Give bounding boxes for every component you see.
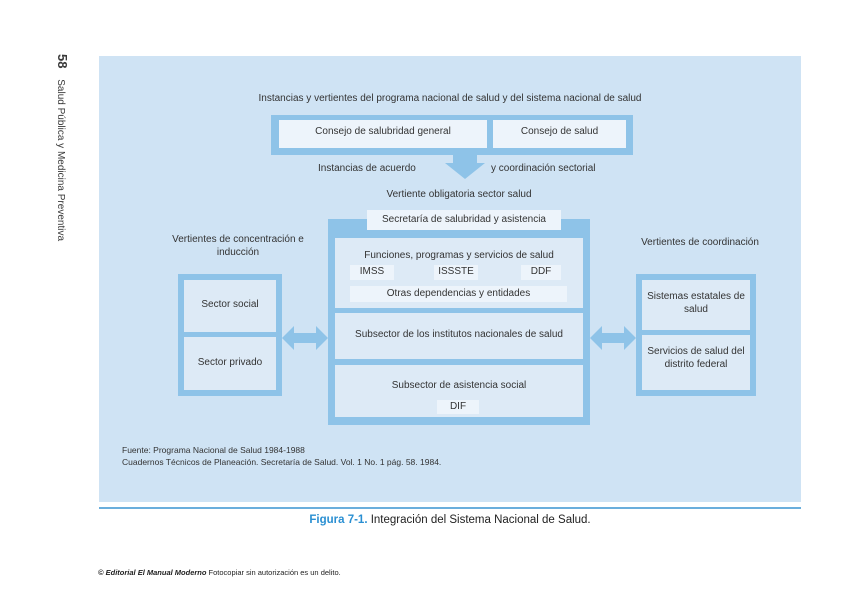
top-box-consejo-general-label: Consejo de salubridad general [315, 126, 451, 137]
arrow-left-label: Instancias de acuerdo [318, 163, 416, 174]
institution-issste-label: ISSSTE [438, 266, 474, 277]
page-number: 58 [55, 54, 70, 69]
down-arrow-icon [445, 155, 485, 179]
dif-box [437, 400, 479, 414]
running-header: 58 Salud Pública y Medicina Preventiva [50, 54, 70, 314]
caption-rule [99, 507, 801, 509]
institution-ddf-label: DDF [530, 266, 552, 277]
figure-label: Figura 7-1. [309, 514, 368, 526]
left-heading: Vertientes de concentración e inducción [172, 234, 304, 258]
running-title: Salud Pública y Medicina Preventiva [55, 79, 66, 242]
figure-caption: Figura 7-1. Integración del Sistema Naci… [99, 514, 801, 526]
subsector-institutes-label: Subsector de los institutos nacionales d… [355, 329, 563, 340]
left-box-privado-label: Sector privado [197, 357, 263, 368]
left-box-social [184, 280, 276, 332]
right-box-sistemas-label: Sistemas estatales de salud [647, 291, 745, 315]
right-heading: Vertientes de coordinación [641, 237, 759, 248]
center-title: Secretaría de salubridad y asistencia [382, 214, 546, 225]
footer-publisher: © Editorial El Manual Moderno [98, 568, 207, 577]
right-box-servicios-label: Servicios de salud del distrito federal [647, 346, 745, 370]
source-line-2: Cuadernos Técnicos de Planeación. Secret… [122, 457, 442, 467]
left-box-social-label: Sector social [201, 299, 259, 310]
figure-caption-text: Integración del Sistema Nacional de Salu… [370, 514, 591, 526]
right-box-sistemas [642, 280, 750, 330]
double-arrow-left-icon [282, 326, 328, 350]
left-box-privado [184, 337, 276, 390]
footer: © Editorial El Manual Moderno Fotocopiar… [98, 568, 341, 577]
right-box-servicios [642, 335, 750, 390]
institution-imss-label: IMSS [359, 266, 385, 277]
institution-ddf [521, 265, 561, 280]
double-arrow-right-icon [590, 326, 636, 350]
source-line-1: Fuente: Programa Nacional de Salud 1984-… [122, 445, 305, 455]
dif-label: DIF [449, 401, 467, 412]
footer-notice: Fotocopiar sin autorización es un delito… [208, 568, 341, 577]
institution-imss [350, 265, 394, 280]
center-heading: Vertiente obligatoria sector salud [386, 189, 532, 200]
other-deps-box [350, 286, 567, 302]
subsector-institutes-section [335, 313, 583, 359]
center-title-box [367, 210, 561, 230]
other-deps-label: Otras dependencias y entidades [386, 288, 531, 299]
arrow-right-label: y coordinación sectorial [491, 163, 596, 174]
diagram-title: Instancias y vertientes del programa nac… [258, 93, 642, 104]
functions-label: Funciones, programas y servicios de salu… [364, 250, 554, 261]
figure-panel: Instancias y vertientes del programa nac… [99, 56, 801, 502]
subsector-assistance-label: Subsector de asistencia social [391, 380, 527, 391]
top-box-consejo-salud [493, 120, 626, 148]
top-box-consejo-salud-label: Consejo de salud [520, 126, 599, 137]
top-box-consejo-general [279, 120, 487, 148]
institution-issste [434, 265, 478, 280]
